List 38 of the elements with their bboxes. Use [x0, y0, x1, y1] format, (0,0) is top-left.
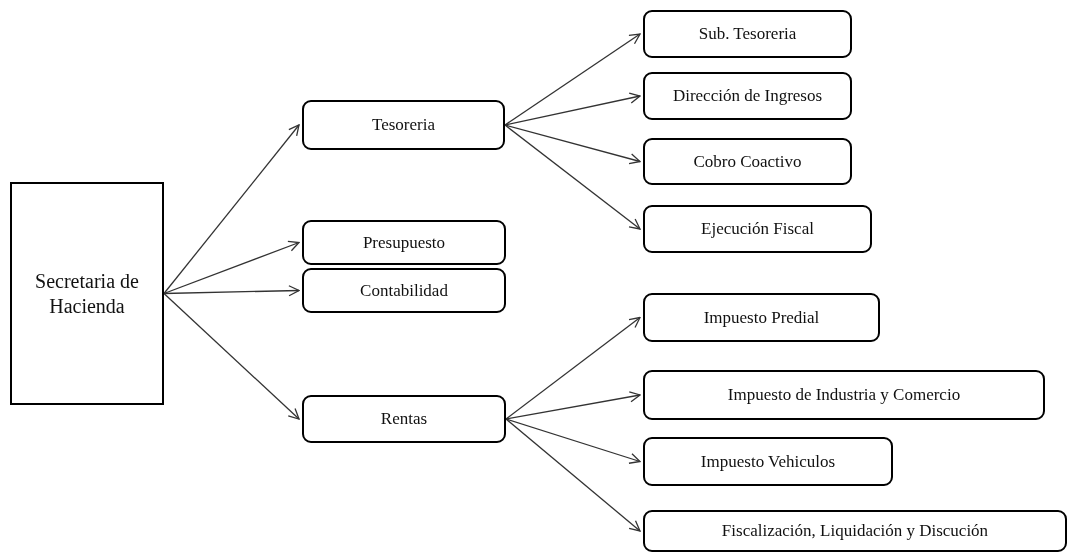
box-label: Presupuesto	[362, 231, 446, 254]
box-label: Impuesto de Industria y Comercio	[727, 384, 961, 406]
process-box	[643, 205, 872, 253]
box-label: Impuesto Vehiculos	[700, 450, 836, 473]
arrow	[504, 33, 641, 126]
arrow	[505, 418, 641, 532]
arrow	[504, 124, 641, 230]
box-label: Rentas	[380, 408, 428, 430]
process-box	[302, 268, 506, 313]
process-box	[643, 72, 852, 120]
arrow	[163, 292, 300, 420]
arrow	[504, 124, 641, 165]
box-label: Cobro Coactivo	[693, 150, 802, 173]
process-box	[302, 220, 506, 265]
process-box	[643, 510, 1067, 552]
process-box	[643, 437, 893, 486]
box-label: Ejecución Fiscal	[701, 218, 814, 240]
arrow	[163, 240, 300, 295]
process-box	[643, 293, 880, 342]
arrow	[163, 285, 300, 297]
box-label: Dirección de Ingresos	[672, 85, 823, 107]
box-label: Impuesto Predial	[703, 306, 820, 329]
process-box	[302, 100, 505, 150]
arrow	[505, 316, 641, 420]
arrow	[505, 418, 641, 464]
arrow	[505, 391, 641, 420]
process-box	[643, 138, 852, 185]
box-label: Secretaria de Hacienda	[34, 268, 140, 319]
process-box	[643, 10, 852, 58]
process-box	[302, 395, 506, 443]
arrow	[163, 124, 300, 295]
arrow	[504, 92, 641, 126]
box-label: Contabilidad	[360, 279, 448, 302]
box-label: Sub. Tesoreria	[698, 23, 797, 45]
process-box	[643, 370, 1045, 420]
process-box	[10, 182, 164, 405]
box-label: Fiscalización, Liquidación y Discución	[721, 520, 989, 542]
box-label: Tesoreria	[372, 114, 435, 136]
